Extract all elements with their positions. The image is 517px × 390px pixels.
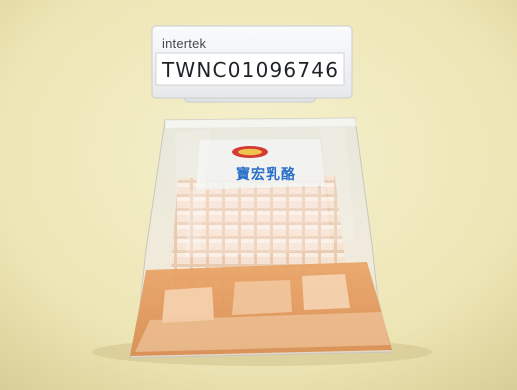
bag-label: 寶宏乳酪 — [236, 167, 296, 183]
placard-brand: intertek — [162, 36, 207, 51]
placard-code: TWNC01096746 — [162, 58, 340, 82]
